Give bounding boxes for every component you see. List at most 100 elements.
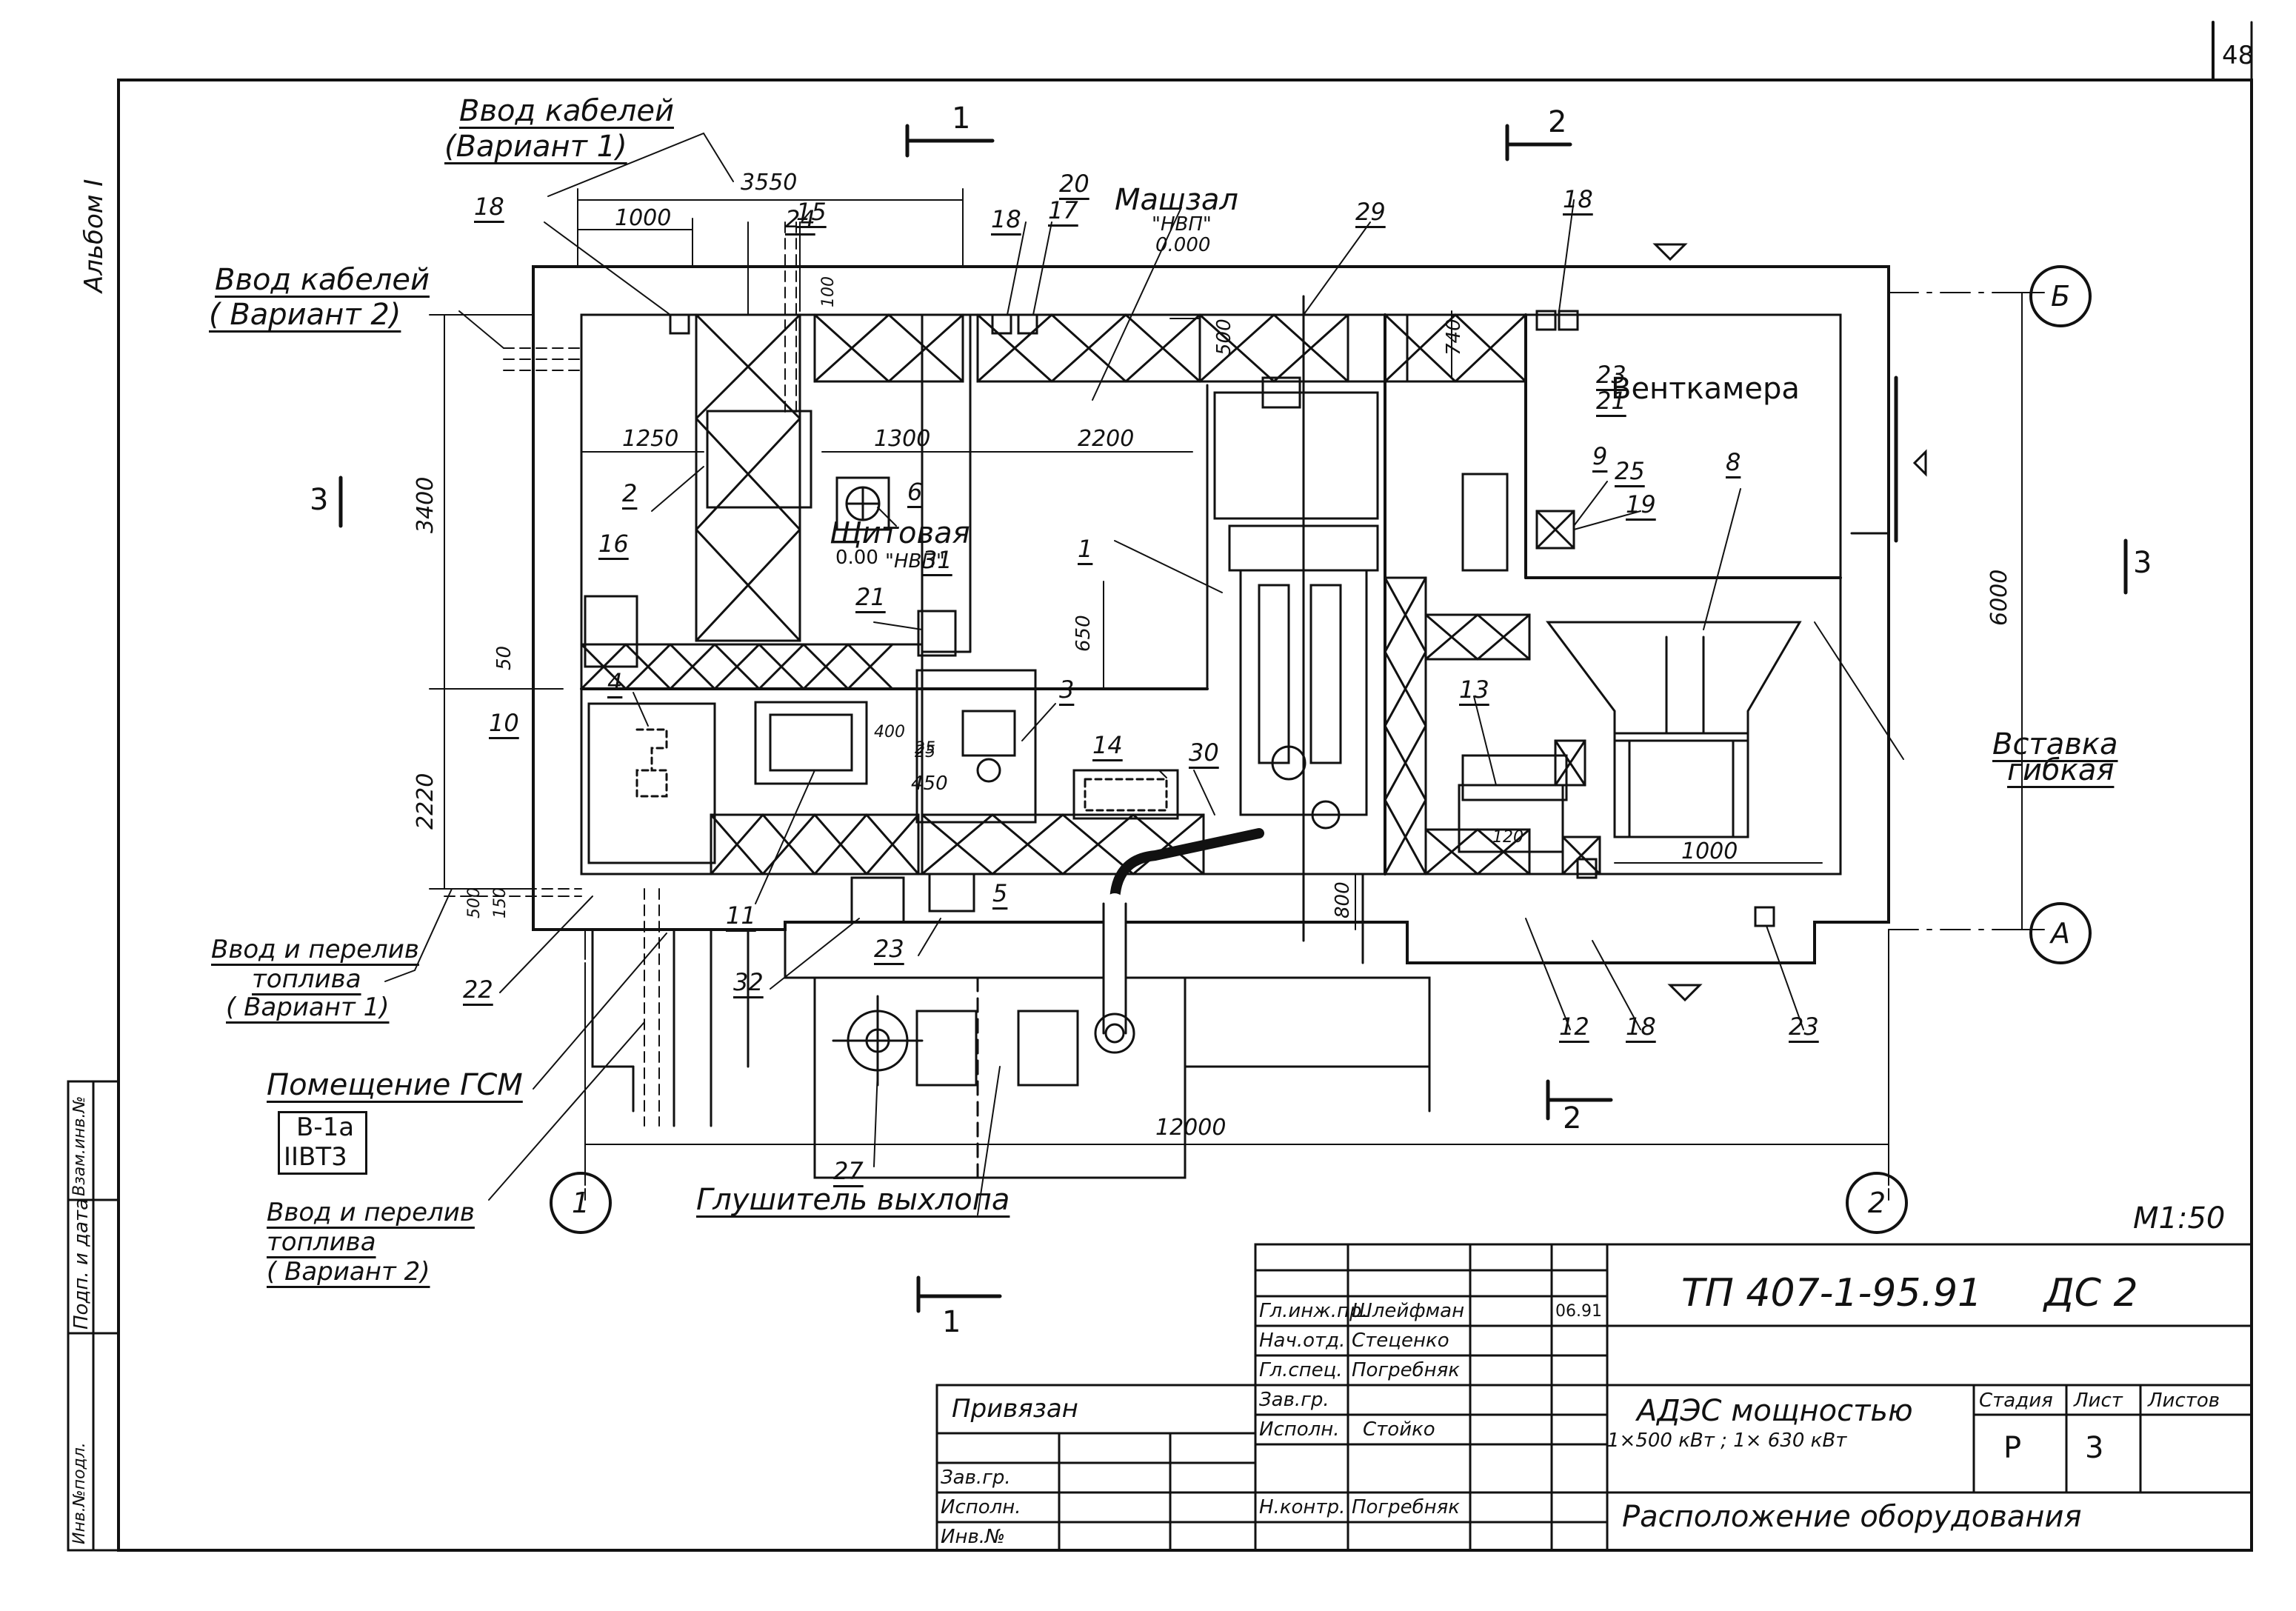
position-5: 5 — [992, 879, 1008, 907]
doc-code: ТП 407-1-95.91 — [1681, 1271, 1983, 1315]
position-6: 6 — [907, 478, 923, 506]
section-mark-1-bottom: 1 — [942, 1305, 961, 1339]
room-machine-hall-mark: "НВП" — [1152, 213, 1212, 236]
callout-fuel-entry-1-variant: ( Вариант 1) — [226, 993, 390, 1022]
position-17: 17 — [1048, 196, 1078, 224]
position-24: 24 — [785, 205, 815, 233]
position-19: 19 — [1626, 490, 1656, 518]
role-norm-control: Н.контр. — [1259, 1496, 1346, 1518]
room-switch-room-mark: "НВП" — [885, 550, 945, 573]
sheet-header: Лист — [2074, 1390, 2123, 1412]
name-executor: Стойко — [1363, 1418, 1435, 1441]
stage-header: Стадия — [1979, 1390, 2053, 1412]
approval-date: 06.91 — [1555, 1302, 1602, 1321]
position-4: 4 — [607, 668, 623, 696]
callout-fuel-entry-2-fuel: топлива — [267, 1227, 376, 1257]
dim-1250: 1250 — [622, 426, 679, 452]
section-mark-3-left: 3 — [310, 483, 329, 517]
position-25-a: 25 — [1615, 457, 1645, 485]
position-22: 22 — [463, 975, 493, 1004]
position-18-b: 18 — [991, 205, 1021, 233]
room-switch-room: Щитовая — [830, 516, 970, 550]
dim-1000-right: 1000 — [1681, 838, 1738, 864]
left-row-executor: Исполн. — [941, 1496, 1021, 1518]
album-label: Альбом I — [79, 179, 109, 293]
position-9: 9 — [1592, 442, 1608, 470]
position-32: 32 — [733, 968, 764, 996]
callout-cable-entry-2-variant: ( Вариант 2) — [209, 298, 401, 332]
name-chief-engineer: Шлейфман — [1352, 1300, 1465, 1322]
position-25-b: 25 — [915, 743, 935, 761]
callout-fuel-entry-1-fuel: топлива — [252, 964, 361, 994]
position-12: 12 — [1559, 1013, 1589, 1041]
dim-800: 800 — [1332, 881, 1354, 918]
callout-cable-entry-1-variant: (Вариант 1) — [444, 130, 627, 164]
dim-3400: 3400 — [413, 476, 438, 533]
position-23-b: 23 — [1596, 361, 1626, 389]
callout-fuel-entry-2: Ввод и перелив — [267, 1198, 475, 1227]
room-switch-room-level: 0.00 — [835, 547, 878, 569]
dim-400: 400 — [874, 723, 905, 741]
position-23-c: 23 — [1789, 1013, 1819, 1041]
role-chief-engineer: Гл.инж.пр. — [1259, 1300, 1368, 1322]
position-14: 14 — [1092, 731, 1123, 759]
position-23-a: 23 — [874, 935, 904, 963]
dim-50: 50 — [493, 645, 515, 670]
dim-740: 740 — [1443, 318, 1465, 356]
role-group-head: Зав.гр. — [1259, 1389, 1329, 1411]
dim-100: 100 — [819, 276, 838, 307]
dim-25: 25 — [915, 739, 935, 758]
role-dept-head: Нач.отд. — [1259, 1330, 1346, 1352]
position-20: 20 — [1059, 170, 1089, 198]
section-mark-3-right: 3 — [2133, 546, 2152, 580]
callout-flex-insert: Вставка — [1992, 727, 2118, 761]
dim-1000-top: 1000 — [615, 205, 672, 231]
sheet-number: 48 — [2222, 41, 2255, 70]
linked-label: Привязан — [952, 1394, 1078, 1424]
sheet-code: ДС 2 — [2044, 1271, 2138, 1315]
dim-150: 150 — [491, 887, 510, 918]
left-row-inventory: Инв.№ — [941, 1526, 1006, 1548]
position-18-d: 18 — [1626, 1013, 1656, 1041]
position-3: 3 — [1059, 676, 1075, 704]
dim-2200: 2200 — [1078, 426, 1135, 452]
sheet-value: 3 — [2085, 1431, 2104, 1465]
room-fuel: Помещение ГСМ — [267, 1068, 523, 1102]
dim-6000: 6000 — [1986, 569, 2012, 626]
section-mark-2-bottom: 2 — [1563, 1101, 1582, 1135]
position-29: 29 — [1355, 198, 1386, 226]
axis-2: 2 — [1846, 1172, 1908, 1234]
name-norm-control: Погребняк — [1352, 1496, 1460, 1518]
dim-2220: 2220 — [413, 773, 438, 830]
callout-fuel-entry-2-variant: ( Вариант 2) — [267, 1257, 430, 1287]
position-11: 11 — [726, 901, 756, 930]
callout-fuel-entry-1: Ввод и перелив — [211, 935, 419, 964]
left-row-group-head: Зав.гр. — [941, 1467, 1011, 1489]
position-16: 16 — [598, 530, 629, 558]
side-strip-replacement: Взам.инв.№ — [70, 1095, 89, 1196]
room-machine-hall: Машзал — [1115, 183, 1238, 217]
position-27: 27 — [833, 1157, 864, 1185]
callout-cable-entry-2: Ввод кабелей — [215, 263, 430, 297]
dim-450: 450 — [911, 773, 948, 795]
side-strip-inventory: Инв.№подл. — [70, 1442, 89, 1544]
position-15: 15 — [796, 198, 827, 226]
callout-cable-entry-1: Ввод кабелей — [459, 94, 674, 128]
axis-1: 1 — [550, 1172, 612, 1234]
fuel-room-class-top: В-1а — [296, 1113, 355, 1142]
drawing-title: Расположение оборудования — [1622, 1500, 2082, 1534]
fuel-room-class-box — [278, 1111, 367, 1175]
dim-1300: 1300 — [874, 426, 931, 452]
room-machine-hall-level: 0.000 — [1155, 234, 1211, 256]
callout-flex-insert-2: гибкая — [2007, 753, 2115, 787]
axis-a: А — [2029, 902, 2092, 964]
stage-value: Р — [2003, 1431, 2022, 1465]
name-chief-specialist: Погребняк — [1352, 1359, 1460, 1381]
dim-120: 120 — [1492, 828, 1524, 847]
position-18-a: 18 — [474, 193, 504, 221]
axis-b: Б — [2029, 265, 2092, 327]
section-mark-1-top: 1 — [952, 101, 971, 136]
sheets-header: Листов — [2148, 1390, 2220, 1412]
